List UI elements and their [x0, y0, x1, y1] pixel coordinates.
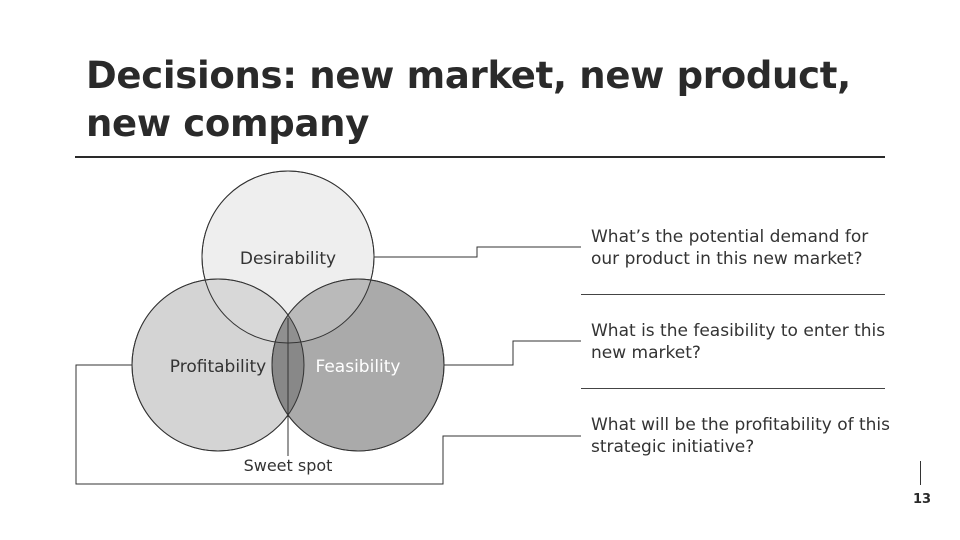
- overlap-desirability-profitability: [202, 279, 304, 343]
- label-profitability: Profitability: [170, 357, 266, 377]
- label-sweet-spot: Sweet spot: [244, 456, 333, 475]
- label-feasibility: Feasibility: [316, 357, 401, 377]
- page-number-tick: [920, 461, 921, 485]
- question-feasibility: What is the feasibility to enter this ne…: [591, 321, 886, 363]
- connector-feasibility: [444, 340, 581, 366]
- connector-profitability: [75, 364, 581, 485]
- overlap-desirability-feasibility: [272, 279, 374, 343]
- question-profitability: What will be the profitability of this s…: [591, 415, 891, 457]
- label-desirability: Desirability: [240, 249, 336, 269]
- question-demand: What’s the potential demand for our prod…: [591, 227, 869, 269]
- connector-desirability: [372, 246, 581, 258]
- question-divider: [581, 388, 885, 389]
- question-divider: [581, 294, 885, 295]
- page-number: 13: [912, 492, 932, 507]
- slide-title: Decisions: new market, new product, new …: [86, 54, 851, 145]
- title-underline: [75, 156, 885, 158]
